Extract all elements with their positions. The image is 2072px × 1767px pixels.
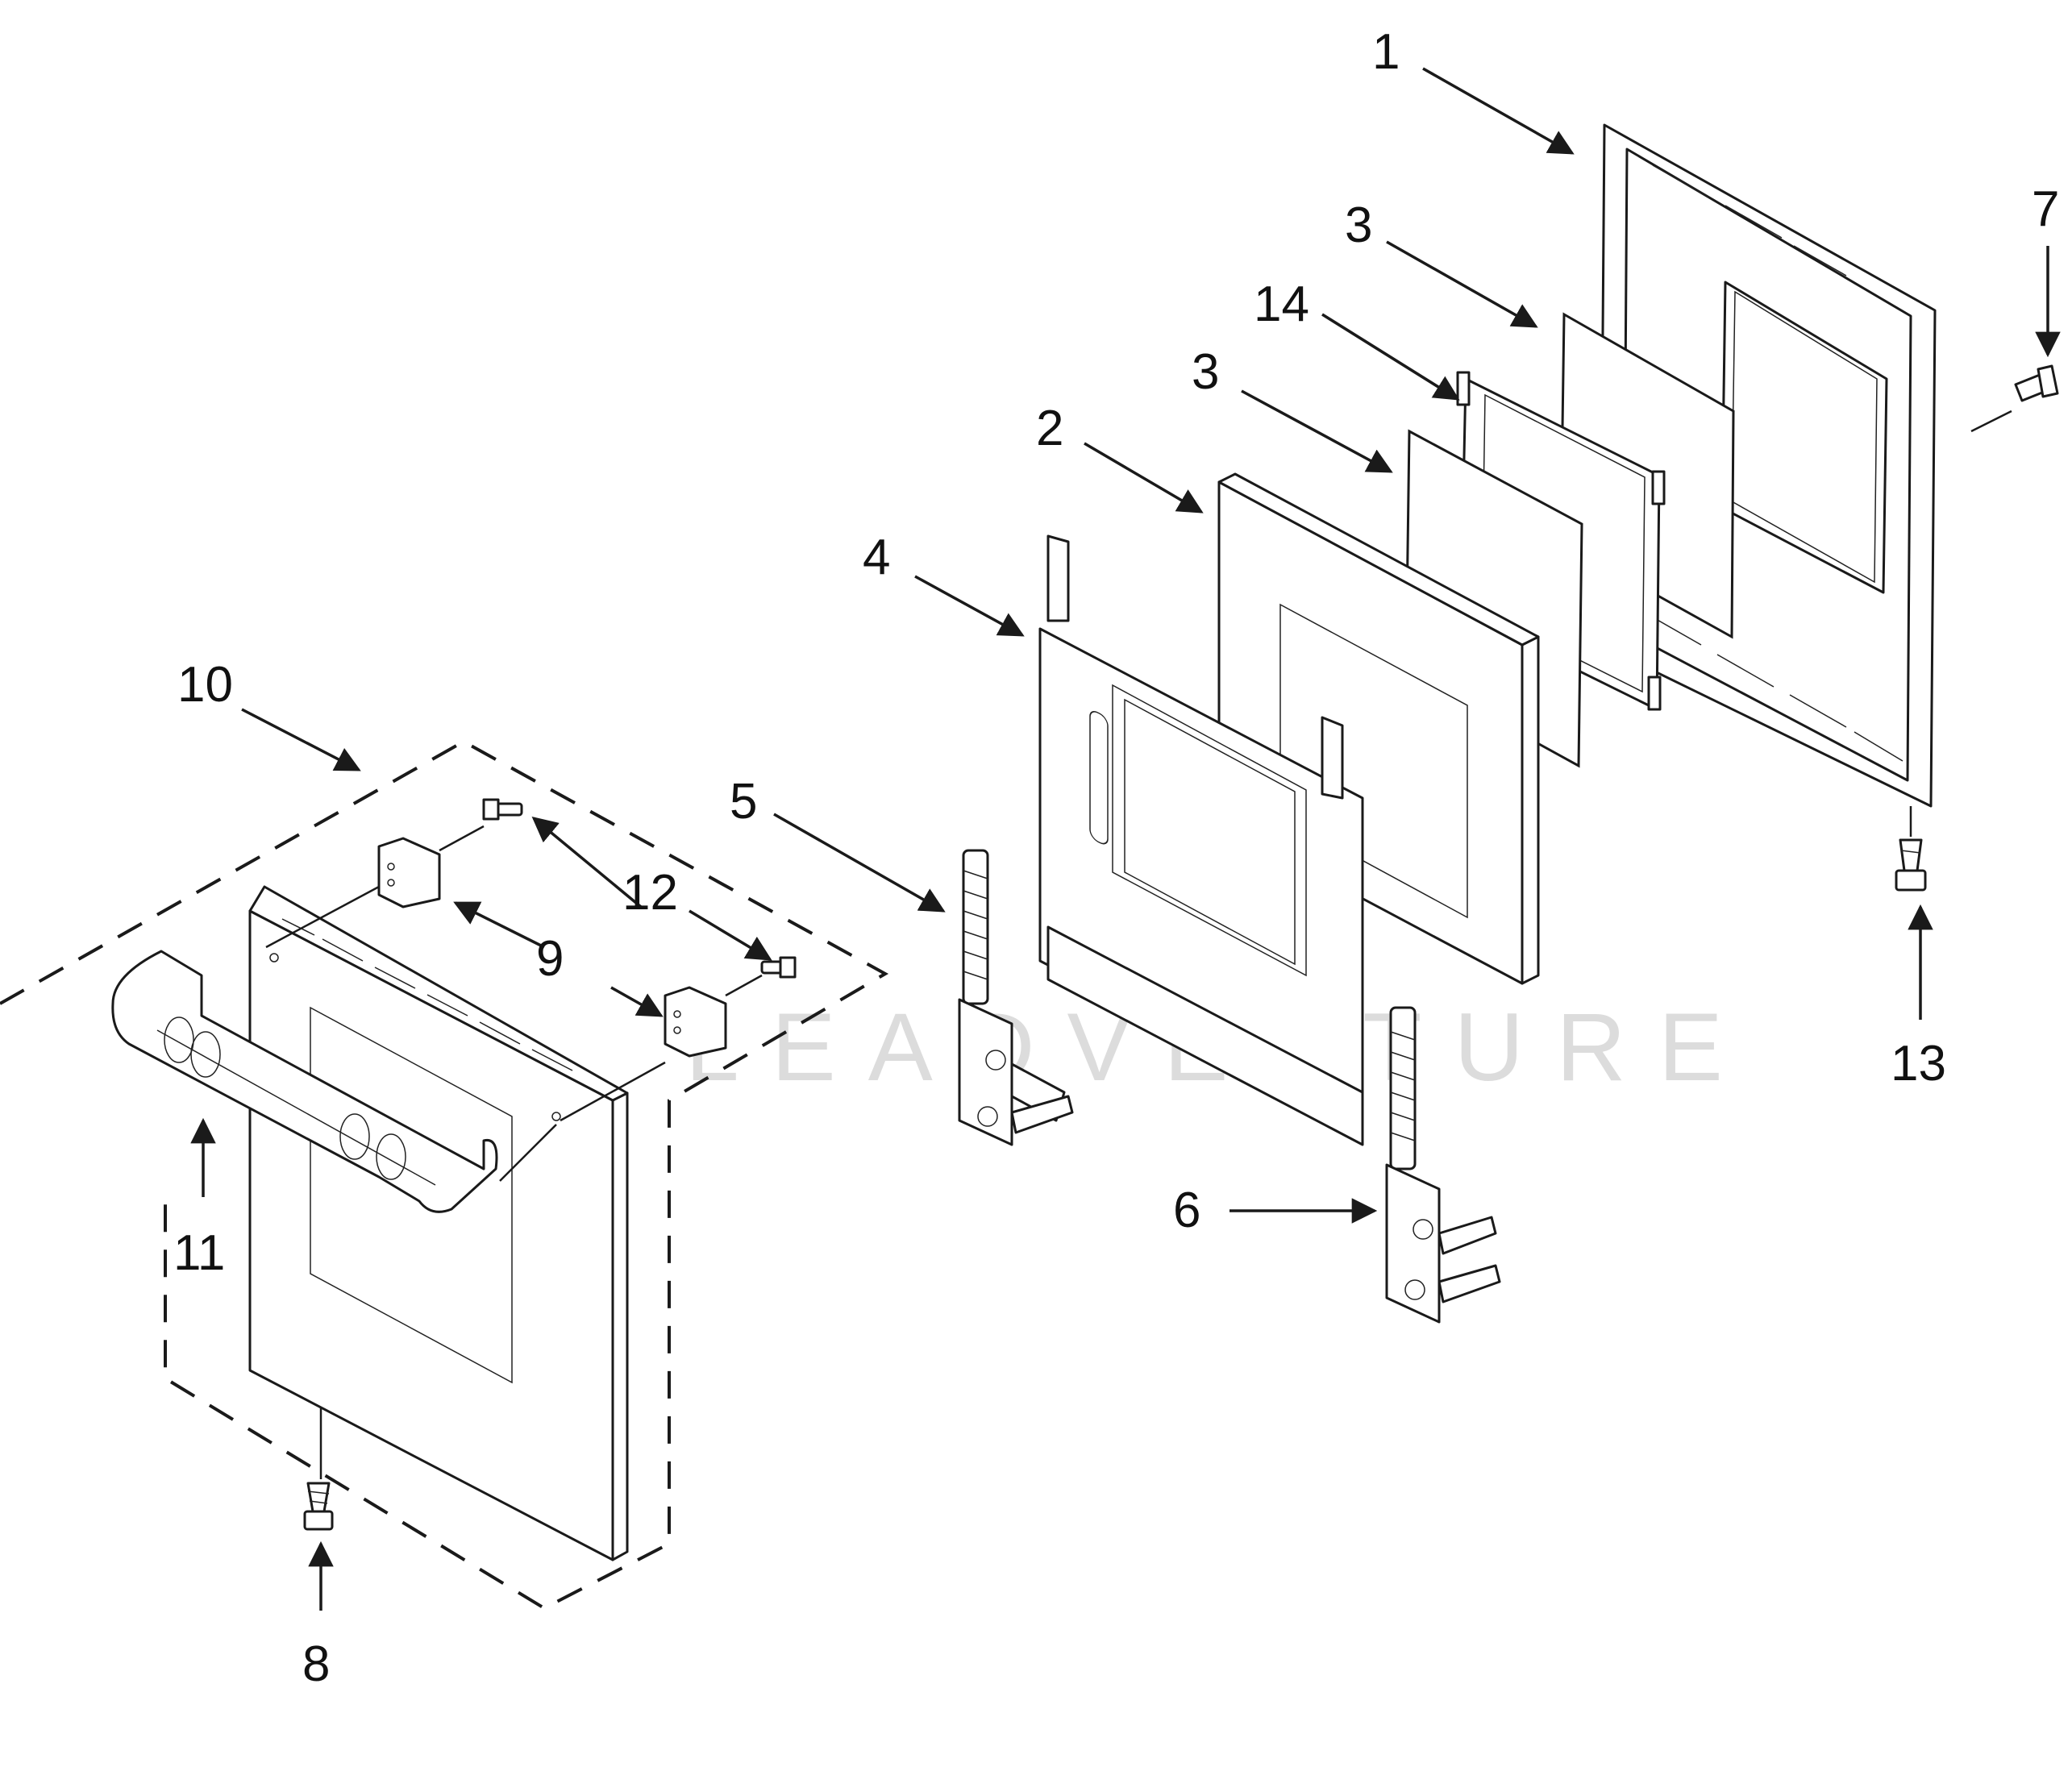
callout-2: 2 <box>1036 401 1063 456</box>
callout-labels: 1 3 14 3 2 4 10 5 12 9 11 8 6 7 13 <box>173 24 2059 1692</box>
callout-4: 4 <box>863 530 890 585</box>
callout-3-rear-glass: 3 <box>1345 197 1372 253</box>
callout-5: 5 <box>730 774 757 829</box>
part-1-door-inner-panel <box>1599 123 1937 808</box>
callout-14: 14 <box>1254 276 1309 332</box>
part-13-screw <box>1895 838 1927 892</box>
part-7-screw <box>2014 364 2059 402</box>
callout-11: 11 <box>173 1225 225 1281</box>
callout-12: 12 <box>622 865 678 921</box>
callout-13: 13 <box>1891 1036 1946 1091</box>
assembly-guide-lines <box>265 410 2012 1479</box>
callout-1: 1 <box>1372 24 1400 80</box>
part-10-outer-door <box>248 885 629 1561</box>
part-9-handle-bracket-left <box>377 837 441 908</box>
callout-10: 10 <box>177 657 233 713</box>
part-8-screw <box>303 1482 334 1531</box>
part-5-left-hinge <box>958 849 1074 1146</box>
part-12-screw-right <box>760 956 797 979</box>
part-11-door-handle <box>111 950 498 1213</box>
part-4-inner-door-liner <box>1038 534 1364 1146</box>
leader-arrows <box>190 67 2061 1611</box>
callout-8: 8 <box>302 1636 330 1692</box>
callout-7: 7 <box>2032 181 2059 237</box>
part-9-handle-bracket-right <box>664 986 727 1058</box>
part-6-right-hinge <box>1385 1006 1501 1324</box>
callout-6: 6 <box>1173 1183 1200 1238</box>
part-12-screw-left <box>482 798 523 821</box>
callout-3-front-glass: 3 <box>1192 344 1219 400</box>
callout-9: 9 <box>536 931 564 987</box>
part-10-door-assembly-boundary <box>0 739 889 1611</box>
